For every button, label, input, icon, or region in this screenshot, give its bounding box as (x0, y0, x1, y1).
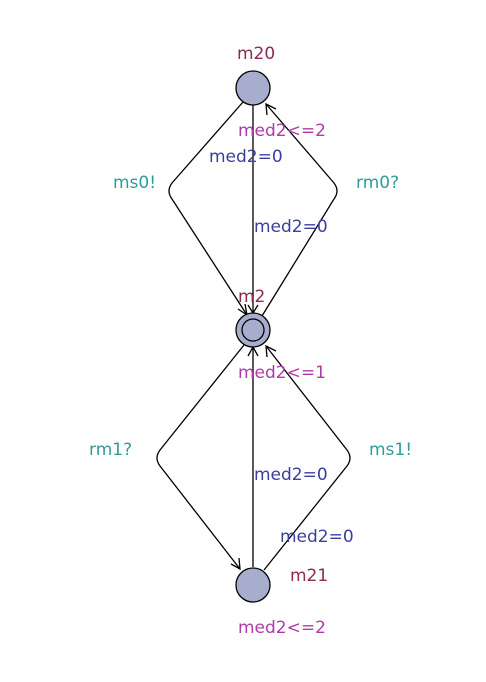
invariant-m2: med2<=1 (238, 363, 326, 383)
sync-rm1: rm1? (89, 440, 132, 460)
update-ms0: med2=0 (209, 147, 283, 167)
sync-ms1: ms1! (369, 440, 412, 460)
location-name-m2: m2 (238, 287, 265, 307)
location-name-m20: m20 (237, 44, 275, 64)
location-m21[interactable] (235, 567, 271, 603)
edge-rm1[interactable] (156, 344, 245, 570)
update-m20-to-m2: med2=0 (254, 217, 328, 237)
sync-ms0: ms0! (113, 173, 156, 193)
edge-ms0[interactable] (168, 101, 248, 316)
arrowhead-rm0 (265, 102, 277, 116)
edge-ms1[interactable] (263, 345, 351, 571)
invariant-m20: med2<=2 (238, 121, 326, 141)
location-m2[interactable] (235, 312, 271, 348)
update-ms1: med2=0 (280, 527, 354, 547)
location-m2-initial-ring (241, 318, 265, 342)
arrowhead-rm1 (230, 557, 241, 571)
arrowhead-ms1 (265, 344, 277, 358)
invariant-m21: med2<=2 (238, 618, 326, 638)
edge-rm0[interactable] (261, 103, 338, 317)
location-name-m21: m21 (290, 566, 328, 586)
location-m20[interactable] (235, 70, 271, 106)
sync-rm0: rm0? (356, 173, 399, 193)
update-m21-to-m2: med2=0 (254, 465, 328, 485)
